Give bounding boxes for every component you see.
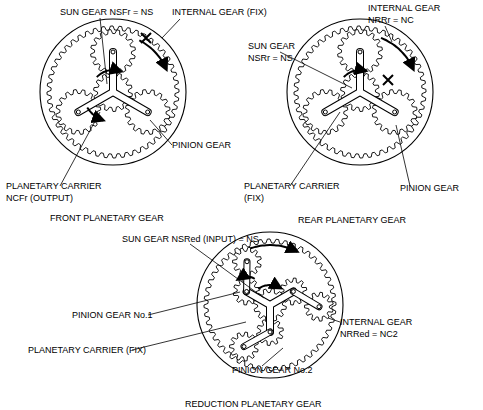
- pinion-shaft: [245, 260, 249, 264]
- rotation-arrow: [97, 70, 121, 77]
- carrier-arm: [266, 305, 274, 332]
- carrier-arm-fill: [357, 52, 363, 92]
- part-label: PLANETARY CARRIER NCFr (OUTPUT): [6, 180, 106, 204]
- pinion-shaft: [76, 110, 80, 114]
- fixed-mark: [141, 33, 151, 43]
- leader-line: [262, 348, 283, 366]
- carrier-arm: [356, 52, 364, 92]
- carrier-link-fill: [293, 292, 319, 307]
- carrier-arm-fill: [78, 92, 113, 112]
- part-label: SUN GEAR NSRr = NS: [248, 40, 304, 64]
- rotation-arrow: [381, 38, 413, 69]
- pinion-shaft: [323, 110, 327, 114]
- pinion-shaft: [393, 110, 397, 114]
- internal-gear-rim: [40, 19, 186, 165]
- part-label: PLANETARY CARRIER (FIX): [28, 344, 146, 356]
- carrier-arm-fill: [113, 92, 148, 112]
- planetary-gear-set: [40, 19, 186, 165]
- part-label: PINION GEAR No.2: [232, 364, 313, 376]
- part-label: PLANETARY CARRIER (FIX): [244, 180, 344, 204]
- part-label: PINION GEAR No.1: [72, 309, 153, 321]
- carrier-arm-fill: [270, 292, 293, 306]
- carrier-link: [293, 292, 319, 307]
- leader-line: [132, 322, 246, 350]
- leader-line: [190, 244, 264, 298]
- rotation-arrow: [87, 107, 103, 120]
- internal-gear-rim: [197, 232, 343, 378]
- planetary-gear-set: [287, 19, 433, 165]
- rotation-arrow: [238, 277, 255, 280]
- carrier-arm: [270, 292, 293, 306]
- gear-teeth: [305, 292, 334, 321]
- rotation-arrow: [344, 70, 366, 77]
- part-label: INTERNAL GEAR NRRr = NC: [368, 2, 448, 26]
- planetary-gear-set: [197, 232, 343, 378]
- part-label: PINION GEAR: [400, 182, 459, 194]
- pinion-shaft: [111, 50, 115, 54]
- rotation-arrow: [251, 245, 298, 251]
- part-label: SUN GEAR NSFr = NS: [60, 6, 153, 18]
- pinion-shaft: [245, 290, 249, 294]
- leader-line: [148, 292, 240, 315]
- pinion-shaft: [358, 50, 362, 54]
- carrier-link: [244, 332, 270, 347]
- fixed-mark: [383, 75, 393, 85]
- internal-gear-teeth: [204, 239, 336, 371]
- part-label: FRONT PLANETARY GEAR: [50, 212, 164, 224]
- leader-line: [162, 19, 180, 38]
- carrier-arm: [325, 92, 360, 112]
- pinion-shaft: [242, 345, 246, 349]
- internal-gear-teeth: [294, 26, 426, 158]
- leader-line: [60, 112, 100, 186]
- rotation-arrow: [139, 40, 166, 69]
- internal-gear-rim: [287, 19, 433, 165]
- part-label: INTERNAL GEAR (FIX): [172, 6, 267, 18]
- carrier-arm: [360, 92, 395, 112]
- leader-line: [150, 120, 172, 145]
- part-label: REAR PLANETARY GEAR: [298, 214, 406, 226]
- carrier-arm-fill: [267, 305, 273, 332]
- leader-line: [385, 26, 392, 42]
- leader-line: [100, 18, 107, 84]
- part-label: PINION GEAR: [172, 139, 231, 151]
- leader-line: [396, 125, 410, 186]
- internal-gear-teeth: [47, 26, 179, 158]
- carrier-arm: [113, 92, 148, 112]
- pinion-shaft: [146, 110, 150, 114]
- carrier-arm-fill: [325, 92, 360, 112]
- part-label: SUN GEAR NSRed (INPUT) = NS: [122, 233, 259, 245]
- rotation-arrow: [258, 285, 281, 289]
- part-label: INTERNAL GEAR NRRed = NC2: [340, 316, 420, 340]
- gear-teeth: [230, 332, 259, 361]
- carrier-arm: [78, 92, 113, 112]
- leader-line: [328, 318, 340, 322]
- pinion-shaft: [291, 290, 295, 294]
- carrier-link-fill: [244, 332, 270, 347]
- part-label: REDUCTION PLANETARY GEAR: [185, 398, 322, 410]
- carrier-arm: [109, 52, 117, 92]
- pinion-shaft: [268, 330, 272, 334]
- leader-line: [290, 112, 340, 186]
- carrier-arm-fill: [360, 92, 395, 112]
- pinion-shaft: [317, 305, 321, 309]
- carrier-arm-fill: [110, 52, 116, 92]
